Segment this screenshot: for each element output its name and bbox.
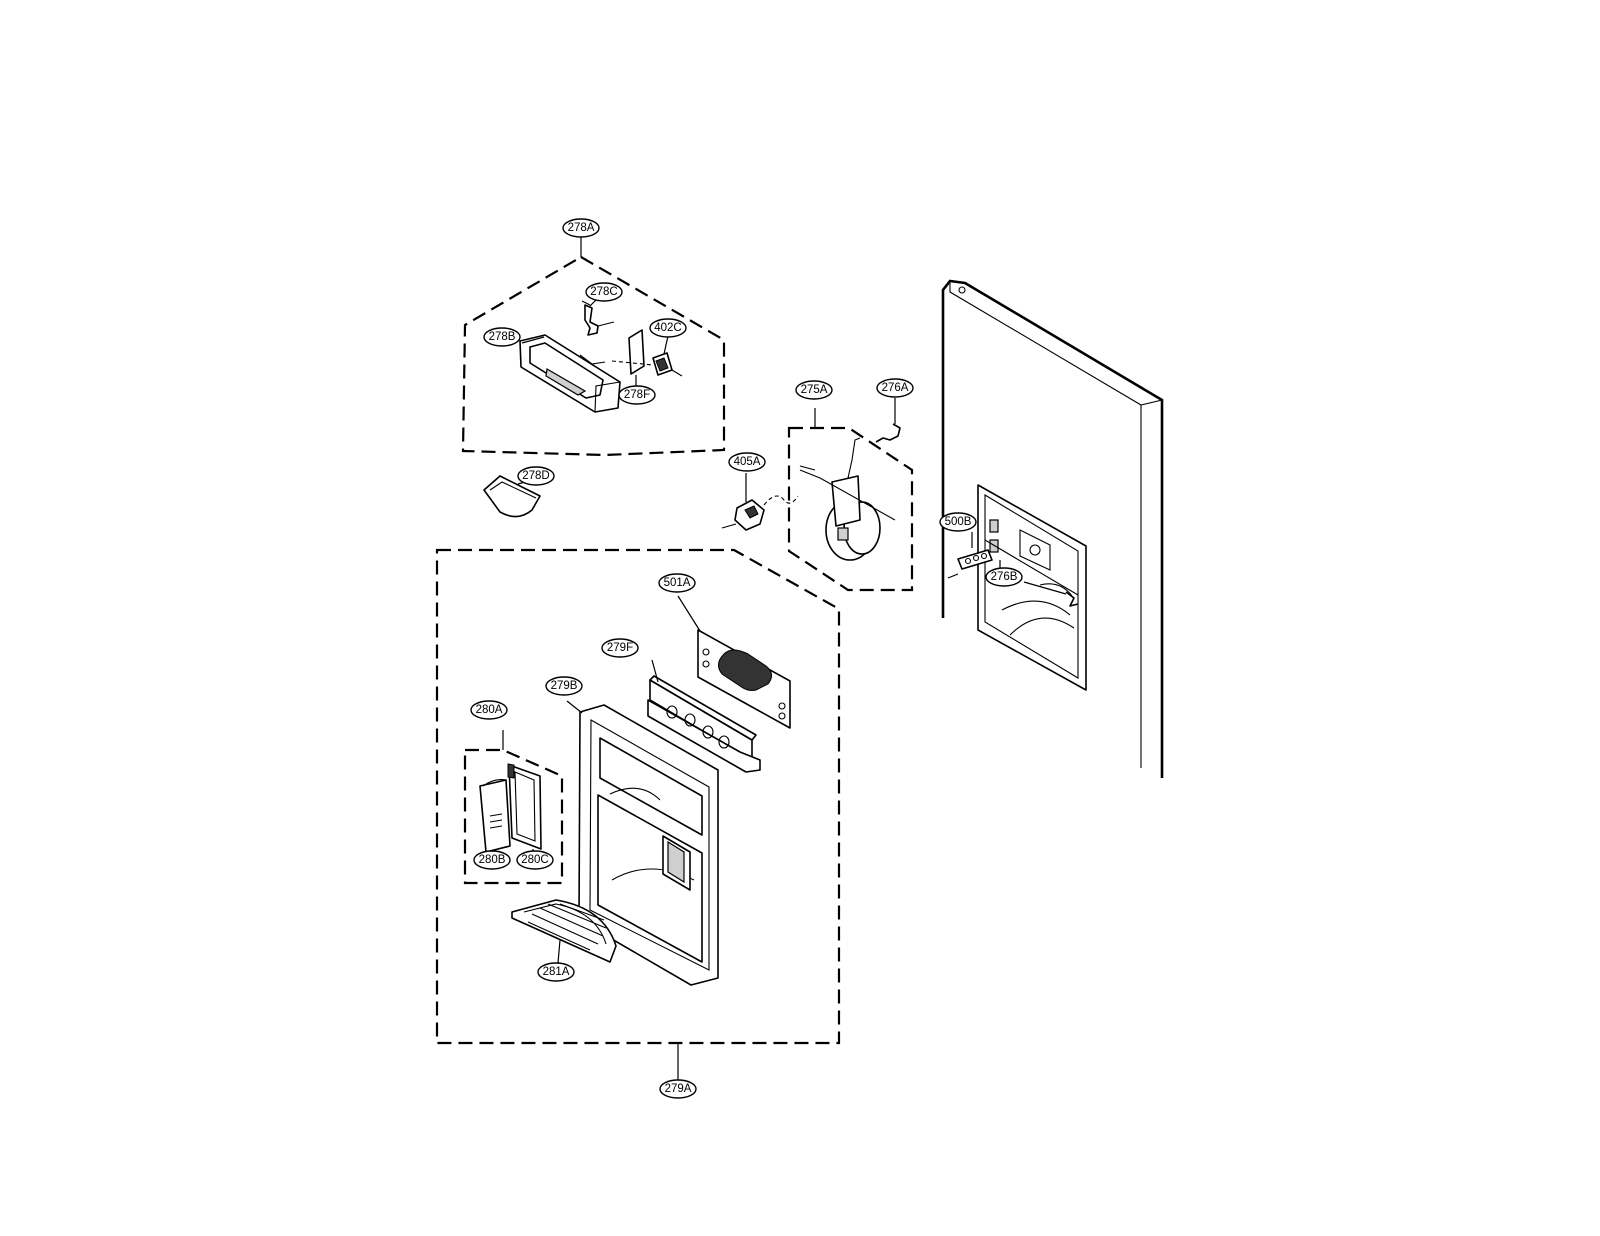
assembly-279A — [435, 548, 841, 1080]
part-279B[interactable] — [566, 700, 719, 986]
callout-279B-text: 279B — [551, 680, 578, 692]
callout-405A-text: 405A — [734, 456, 761, 468]
callout-280A: 280A — [470, 700, 508, 720]
callout-278B: 278B — [483, 327, 521, 347]
callout-278A-text: 278A — [568, 222, 595, 234]
part-276A[interactable] — [875, 398, 901, 443]
refrigerator-door — [941, 279, 1164, 778]
callout-276B-text: 276B — [991, 571, 1018, 583]
assembly-280A — [463, 730, 564, 885]
callout-276A: 276A — [876, 378, 914, 398]
callout-280C-text: 280C — [521, 854, 549, 866]
callout-279A: 279A — [659, 1079, 697, 1099]
callout-275A-text: 275A — [801, 384, 828, 396]
assembly-278A — [461, 237, 726, 457]
door-dispenser-recess — [977, 484, 1087, 691]
callout-279F-text: 279F — [607, 642, 633, 654]
callout-labels: 278A 278C 278B 402C 278F 278D 275A 276A … — [470, 218, 1023, 1099]
callout-281A-text: 281A — [543, 966, 570, 978]
part-280C[interactable] — [507, 763, 542, 850]
callout-280C: 280C — [516, 850, 554, 870]
callout-405A: 405A — [728, 452, 766, 472]
assembly-275A — [787, 408, 914, 592]
callout-500B: 500B — [939, 512, 977, 532]
callout-278A: 278A — [562, 218, 600, 238]
callout-501A-text: 501A — [664, 577, 691, 589]
callout-501A: 501A — [658, 573, 696, 593]
part-280B[interactable] — [479, 779, 511, 853]
callout-278F: 278F — [618, 385, 656, 405]
part-500B[interactable] — [947, 549, 993, 579]
callout-278D: 278D — [517, 466, 555, 486]
part-281A[interactable] — [511, 899, 617, 964]
part-278B[interactable] — [519, 334, 621, 413]
part-278C[interactable] — [581, 300, 615, 336]
callout-278C-text: 278C — [590, 286, 618, 298]
callout-279B: 279B — [545, 676, 583, 696]
callout-500B-text: 500B — [945, 516, 972, 528]
part-402C[interactable] — [611, 352, 683, 377]
callout-281A: 281A — [537, 962, 575, 982]
part-275A-motor[interactable] — [799, 437, 896, 561]
callout-278C: 278C — [585, 282, 623, 302]
callout-279F: 279F — [601, 638, 639, 658]
callout-279A-text: 279A — [665, 1083, 692, 1095]
callout-280A-text: 280A — [476, 704, 503, 716]
part-278F[interactable] — [628, 329, 645, 375]
callout-280B: 280B — [473, 850, 511, 870]
callout-402C-text: 402C — [654, 322, 682, 334]
callout-278B-text: 278B — [489, 331, 516, 343]
part-278D[interactable] — [483, 475, 541, 518]
callout-278F-text: 278F — [624, 389, 650, 401]
part-405A[interactable] — [721, 473, 799, 531]
part-276B[interactable] — [1065, 591, 1079, 607]
part-279F[interactable] — [647, 659, 761, 773]
callout-280B-text: 280B — [479, 854, 506, 866]
callout-276A-text: 276A — [882, 382, 909, 394]
callout-402C: 402C — [649, 318, 687, 338]
part-501A[interactable] — [677, 595, 791, 729]
callout-276B: 276B — [985, 567, 1023, 587]
callout-275A: 275A — [795, 380, 833, 400]
callout-278D-text: 278D — [522, 470, 550, 482]
